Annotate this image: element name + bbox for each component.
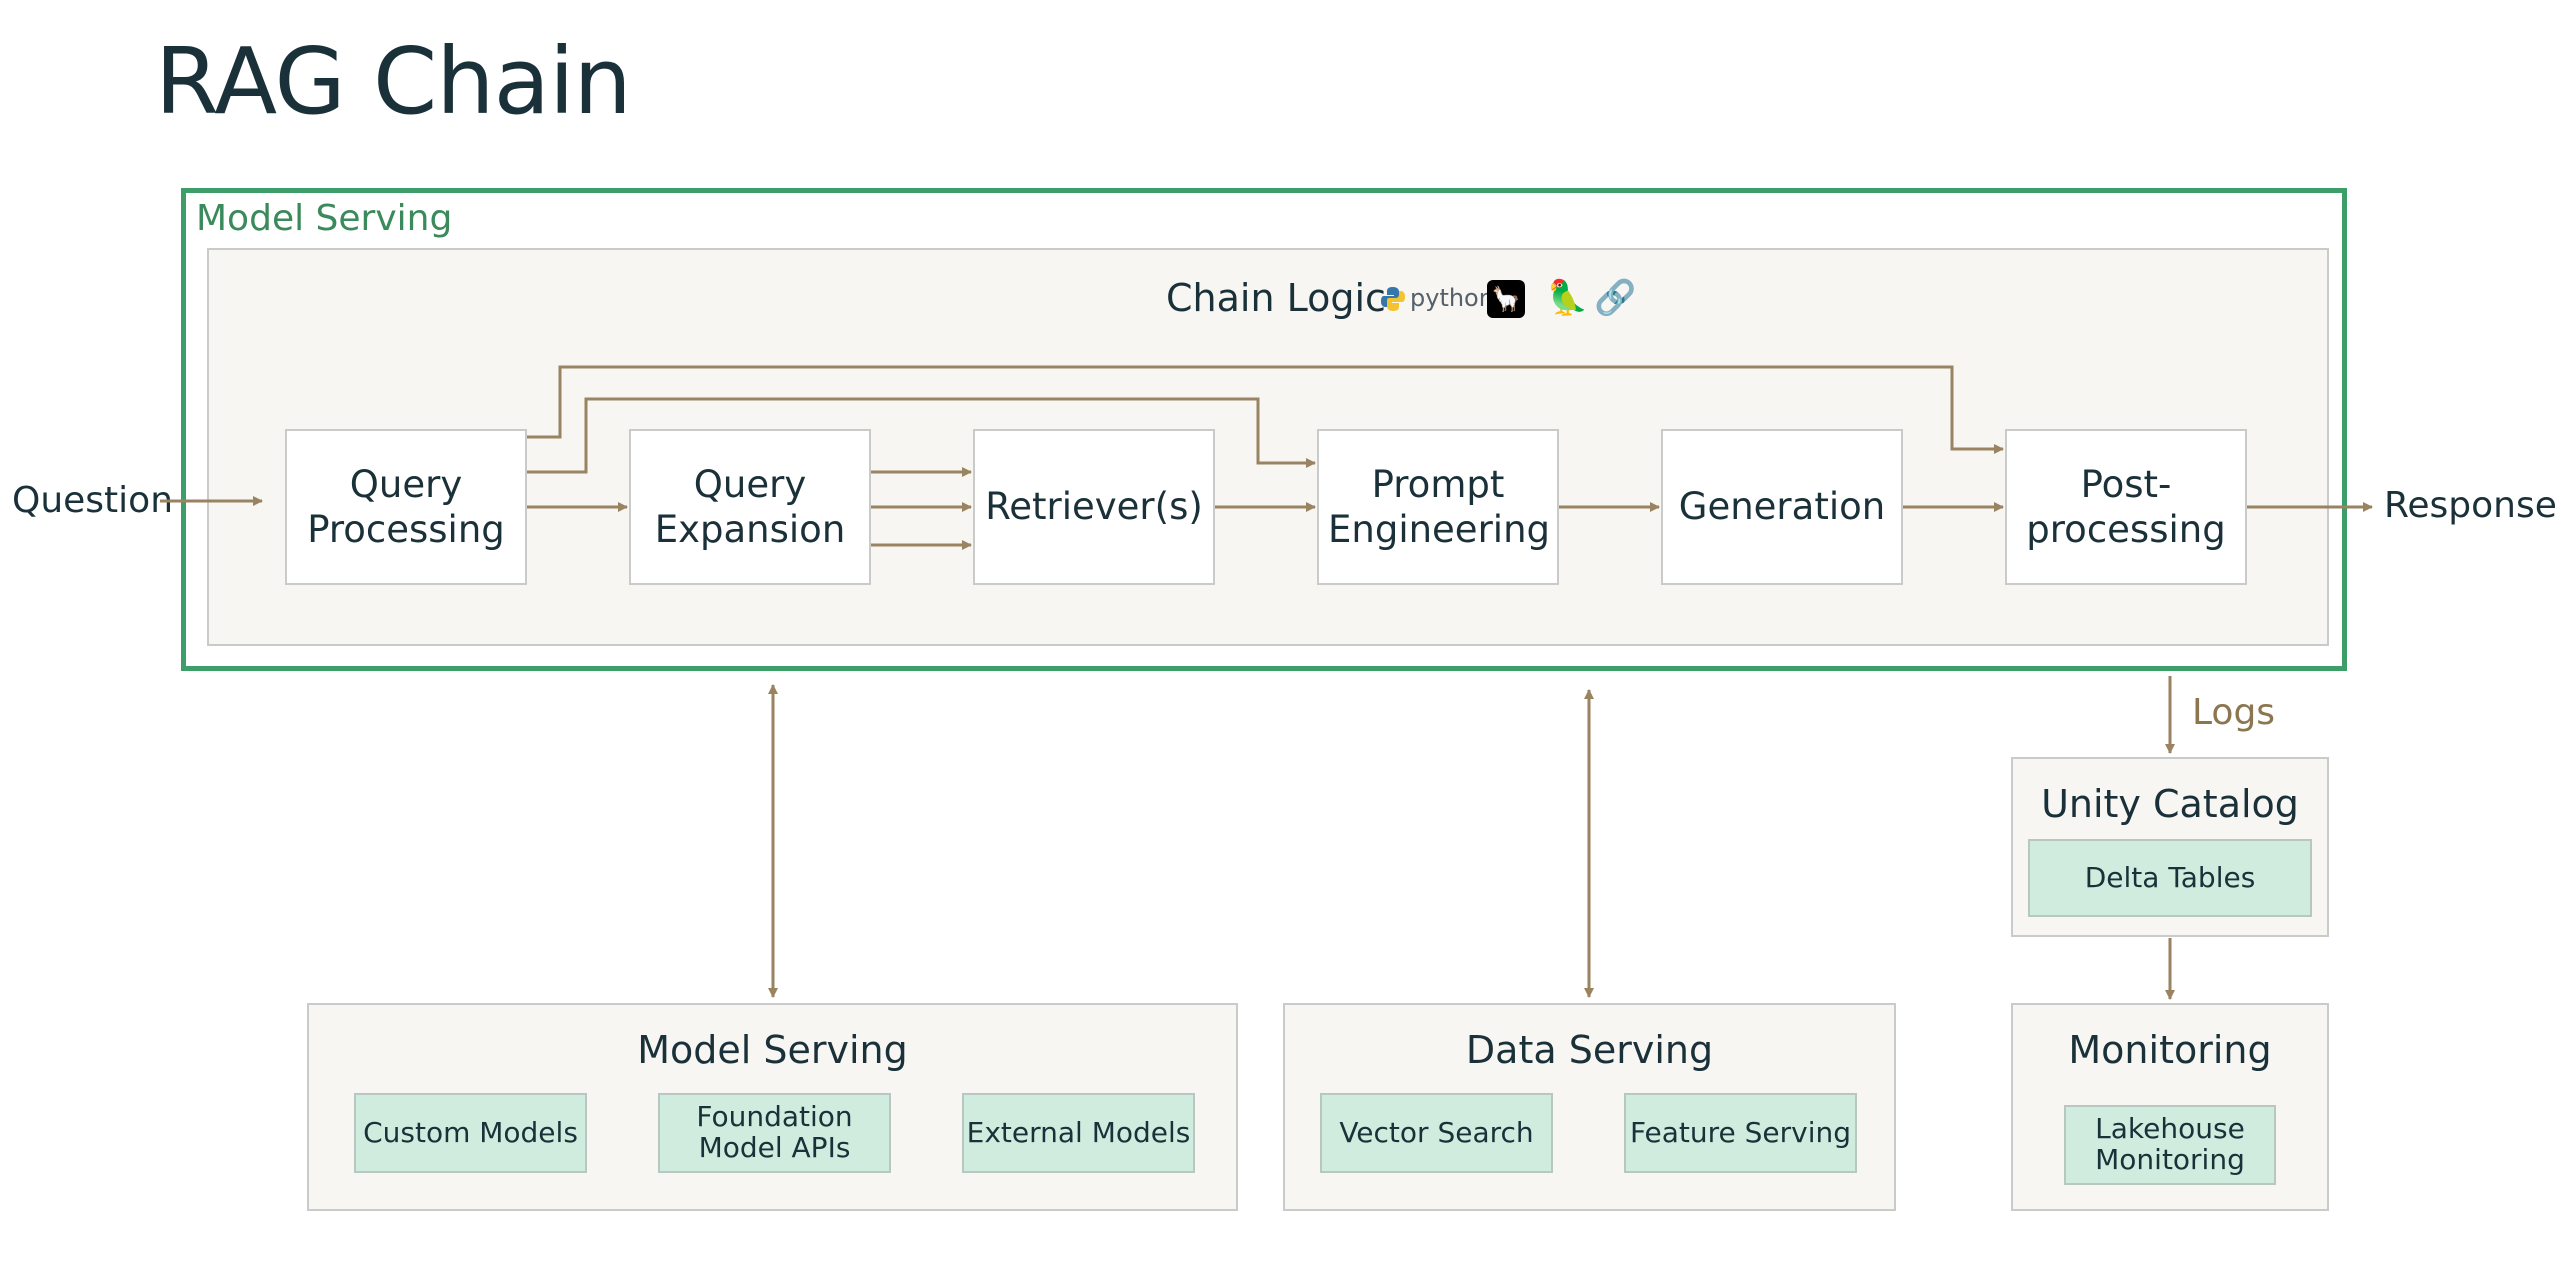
arrow-qp-bypass-to-prompt xyxy=(527,397,1316,474)
chain-logic-label: Chain Logic xyxy=(1166,276,1386,320)
step-query-processing: Query Processing xyxy=(285,429,527,585)
response-label: Response xyxy=(2384,485,2557,526)
python-wordmark: python xyxy=(1410,284,1494,312)
step-generation: Generation xyxy=(1661,429,1903,585)
parrot-icon: 🦜 xyxy=(1546,278,1589,318)
step-retrievers: Retriever(s) xyxy=(973,429,1215,585)
logs-label: Logs xyxy=(2192,692,2276,733)
chip-vector-search: Vector Search xyxy=(1320,1093,1553,1173)
data-serving-panel-title: Data Serving xyxy=(1465,1028,1714,1072)
llama-icon: 🦙 xyxy=(1487,280,1525,318)
chain-link-icon: 🔗 xyxy=(1594,278,1637,318)
chip-custom-models: Custom Models xyxy=(354,1093,587,1173)
model-serving-panel-title: Model Serving xyxy=(637,1028,908,1072)
python-icon xyxy=(1381,287,1405,311)
chain-logic-panel xyxy=(207,248,2329,646)
chip-foundation-model-apis: Foundation Model APIs xyxy=(658,1093,891,1173)
chip-external-models: External Models xyxy=(962,1093,1195,1173)
model-serving-container xyxy=(181,188,2347,671)
monitoring-panel-title: Monitoring xyxy=(2068,1028,2272,1072)
chip-delta-tables: Delta Tables xyxy=(2028,839,2312,917)
step-query-expansion: Query Expansion xyxy=(629,429,871,585)
model-serving-container-label: Model Serving xyxy=(196,198,453,239)
step-prompt-engineering: Prompt Engineering xyxy=(1317,429,1559,585)
arrow-qp-bypass-to-post xyxy=(527,365,2004,454)
unity-catalog-panel-title: Unity Catalog xyxy=(2041,782,2299,826)
question-label: Question xyxy=(12,480,174,521)
chip-feature-serving: Feature Serving xyxy=(1624,1093,1857,1173)
step-post-processing: Post-processing xyxy=(2005,429,2247,585)
chip-lakehouse-monitoring: Lakehouse Monitoring xyxy=(2064,1105,2276,1185)
page-title: RAG Chain xyxy=(155,28,632,135)
